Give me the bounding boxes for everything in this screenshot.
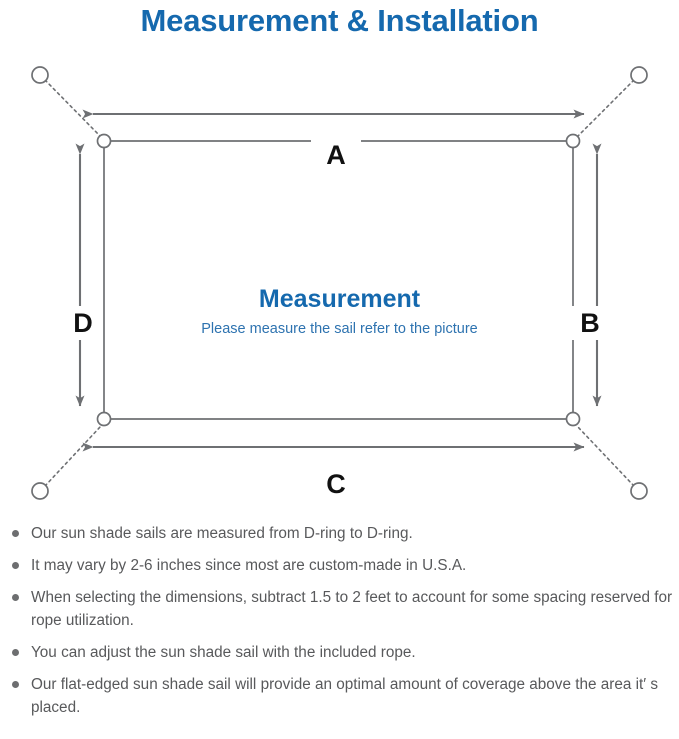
anchor-ring-bottom-right	[630, 482, 648, 500]
anchor-ring-top-left	[31, 66, 49, 84]
list-item-text: You can adjust the sun shade sail with t…	[31, 644, 416, 661]
rope-bottom-right	[576, 425, 635, 487]
list-item: You can adjust the sun shade sail with t…	[0, 641, 679, 664]
bullet-icon	[12, 562, 19, 569]
list-item-text: Our sun shade sails are measured from D-…	[31, 525, 413, 542]
list-item-text: Our flat-edged sun shade sail will provi…	[31, 676, 659, 716]
rope-bottom-left	[44, 425, 102, 487]
bullet-icon	[12, 681, 19, 688]
d-ring	[96, 133, 581, 427]
list-item: When selecting the dimensions, subtract …	[0, 586, 679, 632]
anchor-ring	[31, 66, 648, 500]
dimension-label-c: C	[311, 469, 361, 499]
list-item: Our flat-edged sun shade sail will provi…	[0, 673, 679, 719]
bullet-icon	[12, 649, 19, 656]
dimension-label-b: B	[570, 306, 610, 340]
list-item-text: It may vary by 2-6 inches since most are…	[31, 557, 467, 574]
d-ring-top-left	[96, 133, 112, 149]
list-item: It may vary by 2-6 inches since most are…	[0, 554, 679, 577]
sail-measurement-diagram: Measurement Please measure the sail refe…	[0, 44, 679, 514]
bullet-icon	[12, 530, 19, 537]
anchor-ring-bottom-left	[31, 482, 49, 500]
dimension-label-a: A	[311, 140, 361, 170]
rope-dotted-line	[44, 79, 635, 487]
notes-list: Our sun shade sails are measured from D-…	[0, 522, 679, 728]
list-item: Our sun shade sails are measured from D-…	[0, 522, 679, 545]
bullet-icon	[12, 594, 19, 601]
d-ring-bottom-right	[565, 411, 581, 427]
rope-top-right	[576, 79, 635, 138]
anchor-ring-top-right	[630, 66, 648, 84]
d-ring-top-right	[565, 133, 581, 149]
sail-rectangle	[103, 140, 574, 420]
rope-top-left	[44, 79, 102, 138]
list-item-text: When selecting the dimensions, subtract …	[31, 589, 673, 629]
diagram-svg	[31, 66, 648, 500]
dimension-label-d: D	[63, 306, 103, 340]
page-title: Measurement & Installation	[140, 3, 539, 38]
d-ring-bottom-left	[96, 411, 112, 427]
